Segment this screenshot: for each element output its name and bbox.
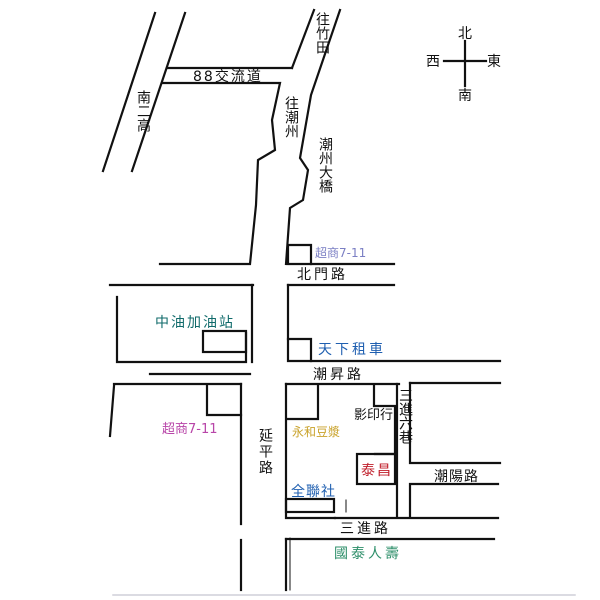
taichang-building[interactable]: [355, 452, 397, 486]
compass-rose: [442, 39, 488, 88]
chaoyang-road-label: 潮陽路: [434, 469, 479, 485]
tianxia-car-rental-label: 天下租車: [318, 341, 386, 358]
exchange-88-bottom-edge: [158, 81, 282, 266]
cpc-gas-station-label: 中油加油站: [155, 315, 235, 331]
chaoyang-road-south-edge: [408, 482, 500, 519]
printing-shop-label: 影印行: [354, 408, 393, 423]
yonghe-soymilk-label: 永和豆漿: [292, 424, 340, 439]
chaozhou-bridge-label: 潮州大橋: [317, 137, 333, 193]
sanjin-lane6-east-edge: [408, 381, 502, 465]
to-chaozhou-label: 往潮州: [283, 96, 299, 138]
gas-station-building: [201, 329, 248, 354]
to-zhutian-label: 往竹田: [314, 12, 330, 54]
zhutian-road-left-edge: [290, 8, 316, 70]
tianxia-rental-building: [286, 337, 313, 363]
central-block-west-edge: [284, 382, 337, 520]
taichang-label[interactable]: 泰昌: [361, 463, 393, 479]
tianxia-rental-block-outline: [286, 283, 502, 363]
exchange-88-label: 88交流道: [193, 68, 263, 85]
store-711-west-label: 超商7-11: [162, 422, 218, 437]
compass-north-label: 北: [458, 26, 472, 42]
nan-er-gao-left-edge: [101, 11, 157, 173]
sanjin-road-label: 三進路: [340, 521, 391, 537]
nan-er-gao-right-edge: [130, 11, 187, 173]
yonghe-building: [286, 384, 320, 421]
cathay-life-label: 國泰人壽: [334, 546, 402, 562]
store-711-north-label: 超商7-11: [315, 245, 366, 260]
pxmart-label: 全聯社: [291, 483, 336, 500]
sanjin-lane6-label: 三進六巷: [397, 388, 413, 444]
store-711-north-block: [286, 243, 313, 266]
chaosheng-road-label: 潮昇路: [313, 367, 364, 383]
nan-er-gao-label: 南二高: [135, 90, 151, 132]
compass-east-label: 東: [487, 54, 501, 70]
compass-south-label: 南: [458, 88, 472, 104]
beimen-road-label: 北門路: [297, 267, 348, 283]
compass-west-label: 西: [426, 54, 440, 70]
pxmart-building: [284, 497, 336, 514]
store-711-west-block-outline: [108, 384, 116, 438]
store-711-west-building: [205, 384, 243, 417]
yanping-road-label: 延平路: [257, 428, 273, 476]
zhutian-road-right-edge: [284, 8, 342, 266]
